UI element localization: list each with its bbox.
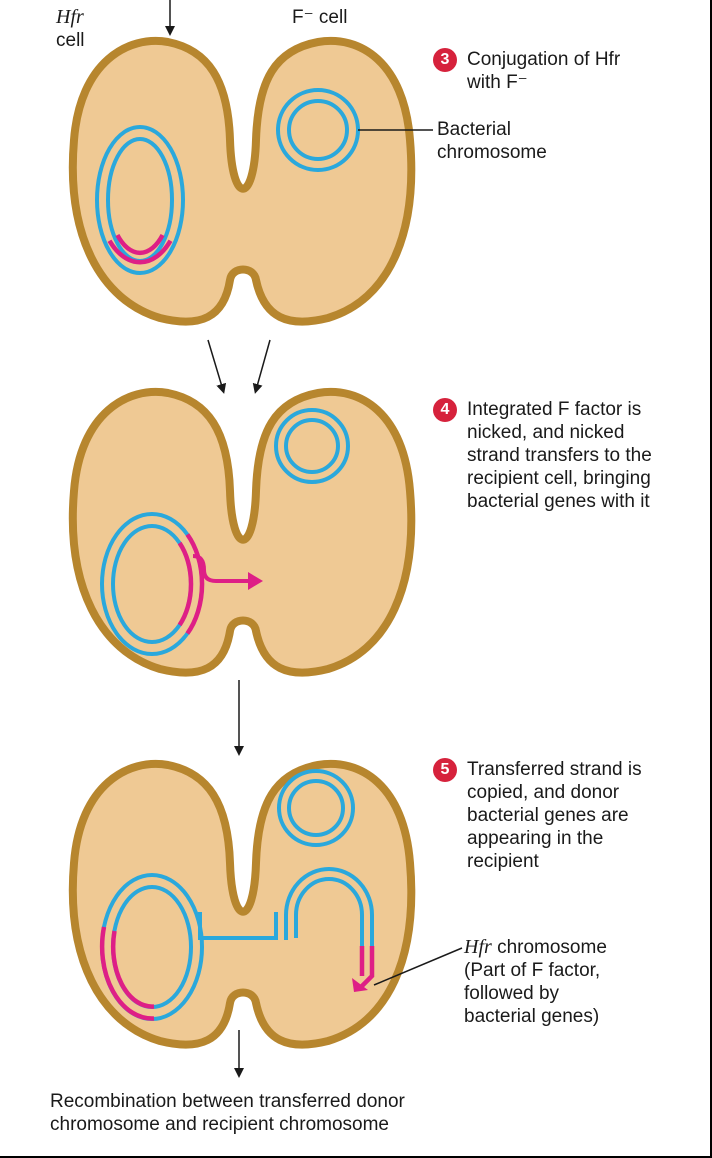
arrow-3-to-4-right — [252, 339, 271, 394]
stage-5-recipient-chromosome — [277, 769, 355, 847]
step-3-badge: 3 — [433, 48, 457, 72]
hfr-chromosome-line: (Part of F factor, — [464, 960, 601, 981]
bacterial-chromosome-line-1: Bacterial — [437, 119, 511, 140]
hfr-chromosome-rest: chromosome — [491, 937, 607, 958]
step-5-line: bacterial genes are — [467, 805, 629, 826]
step-5-badge: 5 — [433, 758, 457, 782]
step-4-line: bacterial genes with it — [467, 491, 650, 512]
hfr-chromosome-title: Hfr chromosome — [464, 936, 607, 959]
hfr-chromosome-italic: Hfr — [464, 936, 492, 958]
stage-4-cells — [68, 388, 416, 677]
step-5-text: Transferred strand is copied, and donor … — [467, 758, 642, 873]
stage-3-cells — [68, 37, 416, 326]
bacterial-chromosome-label: Bacterial chromosome — [437, 118, 547, 164]
step-3-line: Conjugation of Hfr — [467, 49, 621, 70]
recombination-caption: Recombination between transferred donor … — [50, 1090, 405, 1136]
step-5-line: copied, and donor — [467, 782, 620, 803]
hfr-cell-label: Hfr cell — [56, 6, 85, 52]
step-4-line: strand transfers to the — [467, 445, 652, 466]
stage-5-hfr-chromosome — [99, 873, 204, 1021]
step-5-line: Transferred strand is — [467, 759, 642, 780]
stage-4-hfr-chromosome — [100, 512, 263, 656]
stage-3-hfr-chromosome — [95, 125, 185, 275]
step-4-text: Integrated F factor is nicked, and nicke… — [467, 398, 652, 513]
stage-3-cell-pair — [68, 37, 416, 326]
recombination-line-1: Recombination between transferred donor — [50, 1091, 405, 1112]
hfr-chromosome-leader — [373, 947, 463, 986]
step-4: 4 Integrated F factor is nicked, and nic… — [433, 398, 652, 513]
hfr-chromosome-line: followed by — [464, 983, 560, 1004]
step-4-line: recipient cell, bringing — [467, 468, 651, 489]
step-4-line: nicked, and nicked — [467, 422, 625, 443]
cell-word: cell — [56, 30, 85, 51]
step-5-line: recipient — [467, 851, 539, 872]
step-4-badge: 4 — [433, 398, 457, 422]
f-minus-cell-label: F⁻ cell — [292, 7, 348, 28]
bacterial-chromosome-line-2: chromosome — [437, 142, 547, 163]
step-3-line: with F⁻ — [467, 72, 528, 93]
stage-4-cell-pair — [68, 388, 416, 677]
step-3-text: Conjugation of Hfr with F⁻ — [467, 48, 620, 94]
arrow-3-to-4-left — [207, 339, 227, 394]
step-3: 3 Conjugation of Hfr with F⁻ — [433, 48, 620, 94]
nicked-strand-transfer-arrow — [192, 554, 250, 583]
stage-5-transferred-strand — [198, 867, 375, 992]
step-5-line: appearing in the — [467, 828, 604, 849]
stage-4-recipient-chromosome — [274, 408, 350, 484]
step-5: 5 Transferred strand is copied, and dono… — [433, 758, 642, 873]
recombination-line-2: chromosome and recipient chromosome — [50, 1114, 389, 1135]
hfr-italic: Hfr — [56, 6, 84, 28]
step-4-line: Integrated F factor is — [467, 399, 642, 420]
hfr-chromosome-line: bacterial genes) — [464, 1006, 600, 1027]
hfr-chromosome-label: Hfr chromosome (Part of F factor, follow… — [464, 936, 607, 1028]
